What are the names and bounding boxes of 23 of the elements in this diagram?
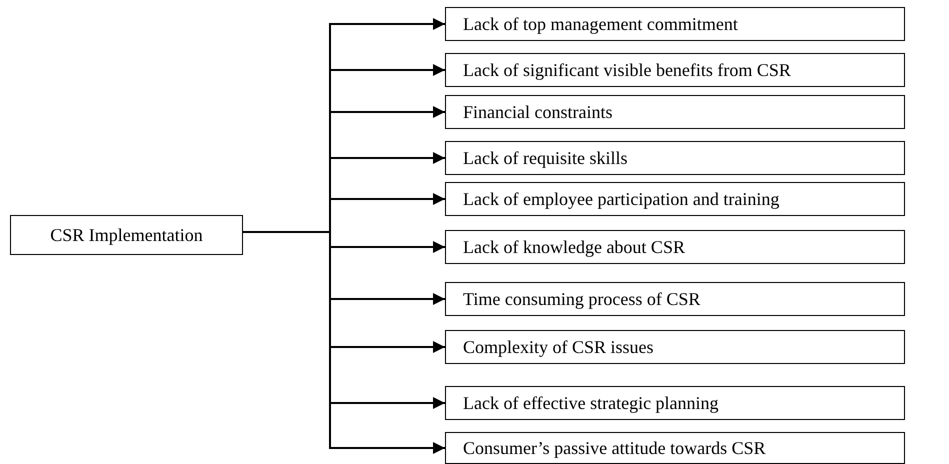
- box-label: Lack of significant visible benefits from CSR: [462, 60, 791, 80]
- text-box: [445, 432, 905, 464]
- text-box: [445, 53, 905, 87]
- text-box: [445, 7, 905, 41]
- text-box: [445, 141, 905, 175]
- text-box: [10, 215, 243, 255]
- text-box: [445, 386, 905, 420]
- box-label: Lack of top management commitment: [462, 14, 738, 34]
- box-label: Consumer’s passive attitude towards CSR: [462, 438, 766, 458]
- text-box: [445, 282, 905, 316]
- box-label: Lack of knowledge about CSR: [462, 236, 685, 258]
- box-label: CSR Implementation: [50, 224, 203, 246]
- text-box: [445, 330, 905, 364]
- text-box: [445, 182, 905, 216]
- box-label: Lack of requisite skills: [462, 148, 628, 168]
- box-label: Financial constraints: [462, 102, 612, 122]
- box-label: Lack of effective strategic planning: [462, 392, 719, 414]
- box-label: Time consuming process of CSR: [462, 288, 700, 310]
- text-box: [445, 95, 905, 129]
- arrow: [243, 231, 445, 454]
- box-label: Complexity of CSR issues: [462, 336, 654, 358]
- text-box: [445, 230, 905, 264]
- box-label: Lack of employee participation and training: [462, 188, 780, 210]
